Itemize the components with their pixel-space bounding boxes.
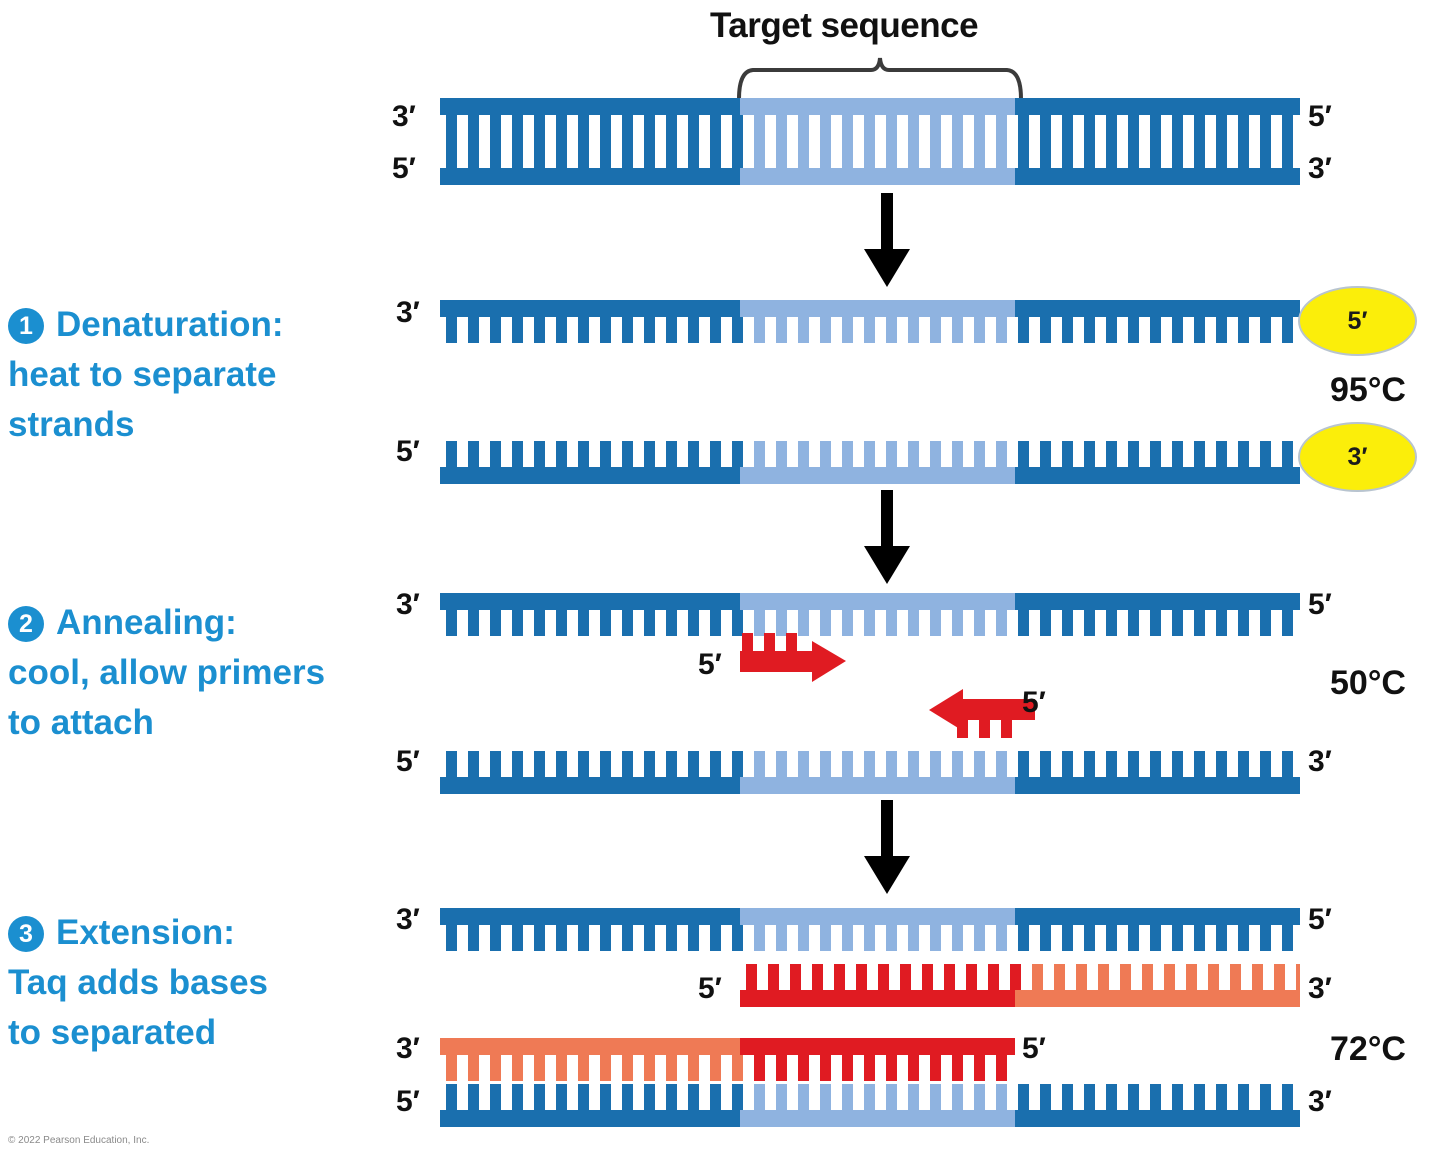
ext-upper-template-right-5prime: 5′ (1308, 903, 1332, 936)
step-1-body-line1: heat to separate (8, 355, 277, 394)
step-2-body-line1: cool, allow primers (8, 653, 326, 692)
step-1-body-line2: strands (8, 405, 135, 444)
ext-upper-new-left-5prime: 5′ (698, 972, 722, 1005)
step-3-label: 3 Extension: Taq adds bases to separated (8, 908, 408, 1058)
reverse-primer-5prime-label: 5′ (1022, 686, 1046, 719)
step-2-number: 2 (8, 606, 44, 642)
reverse-primer-arrow (929, 689, 1035, 738)
duplex-top-left-5prime: 5′ (392, 152, 416, 185)
ext-lower-new-left-3prime: 3′ (396, 1032, 420, 1065)
process-arrow-1 (864, 193, 910, 287)
step-3-temperature: 72°C (1330, 1030, 1406, 1068)
ext-upper-template-left-3prime: 3′ (396, 903, 420, 936)
ext-upper-template-strand (440, 908, 1300, 951)
ext-lower-template-right-3prime: 3′ (1308, 1085, 1332, 1118)
ext-lower-new-strand (440, 1038, 1015, 1081)
step-3-number: 3 (8, 916, 44, 952)
forward-primer-5prime-label: 5′ (698, 648, 722, 681)
copyright-notice: © 2022 Pearson Education, Inc. (8, 1135, 150, 1146)
step-3-body-line2: to separated (8, 1013, 217, 1052)
dna-duplex-original (440, 98, 1300, 185)
duplex-top-right-5prime: 5′ (1308, 100, 1332, 133)
denat-lower-left-5prime: 5′ (396, 435, 420, 468)
ext-lower-new-right-5prime: 5′ (1022, 1032, 1046, 1065)
process-arrow-3 (864, 800, 910, 894)
step-2-label: 2 Annealing: cool, allow primers to attac… (8, 598, 408, 748)
anneal-upper-right-5prime: 5′ (1308, 588, 1332, 621)
ext-upper-new-strand (740, 964, 1300, 1007)
anneal-lower-right-3prime: 3′ (1308, 745, 1332, 778)
process-arrow-2 (864, 490, 910, 584)
step-1-number: 1 (8, 308, 44, 344)
anneal-upper-left-3prime: 3′ (396, 588, 420, 621)
anneal-lower-strand (440, 751, 1300, 794)
step-1-temperature: 95°C (1330, 371, 1406, 409)
ext-upper-new-right-3prime: 3′ (1308, 972, 1332, 1005)
step-2-temperature: 50°C (1330, 664, 1406, 702)
anneal-lower-left-5prime: 5′ (396, 745, 420, 778)
denat-upper-left-3prime: 3′ (396, 296, 420, 329)
duplex-top-left-3prime: 3′ (392, 100, 416, 133)
page-title: Target sequence (710, 6, 979, 45)
duplex-top-right-3prime: 3′ (1308, 152, 1332, 185)
forward-primer-arrow (740, 633, 846, 682)
target-sequence-bracket (737, 57, 1023, 100)
ext-lower-template-left-5prime: 5′ (396, 1085, 420, 1118)
step-1-heading: Denaturation: (56, 305, 284, 344)
step-2-heading: Annealing: (56, 603, 237, 642)
ext-lower-template-strand (440, 1084, 1300, 1127)
denat-lower-strand (440, 441, 1300, 484)
step-3-heading: Extension: (56, 913, 235, 952)
denat-upper-end-oval: 5′ (1298, 286, 1417, 356)
step-2-body-line2: to attach (8, 703, 154, 742)
step-3-body-line1: Taq adds bases (8, 963, 269, 1002)
step-1-label: 1 Denaturation: heat to separate strands (8, 300, 408, 450)
anneal-upper-strand (440, 593, 1300, 636)
denat-lower-end-oval: 3′ (1298, 422, 1417, 492)
denat-upper-strand (440, 300, 1300, 343)
